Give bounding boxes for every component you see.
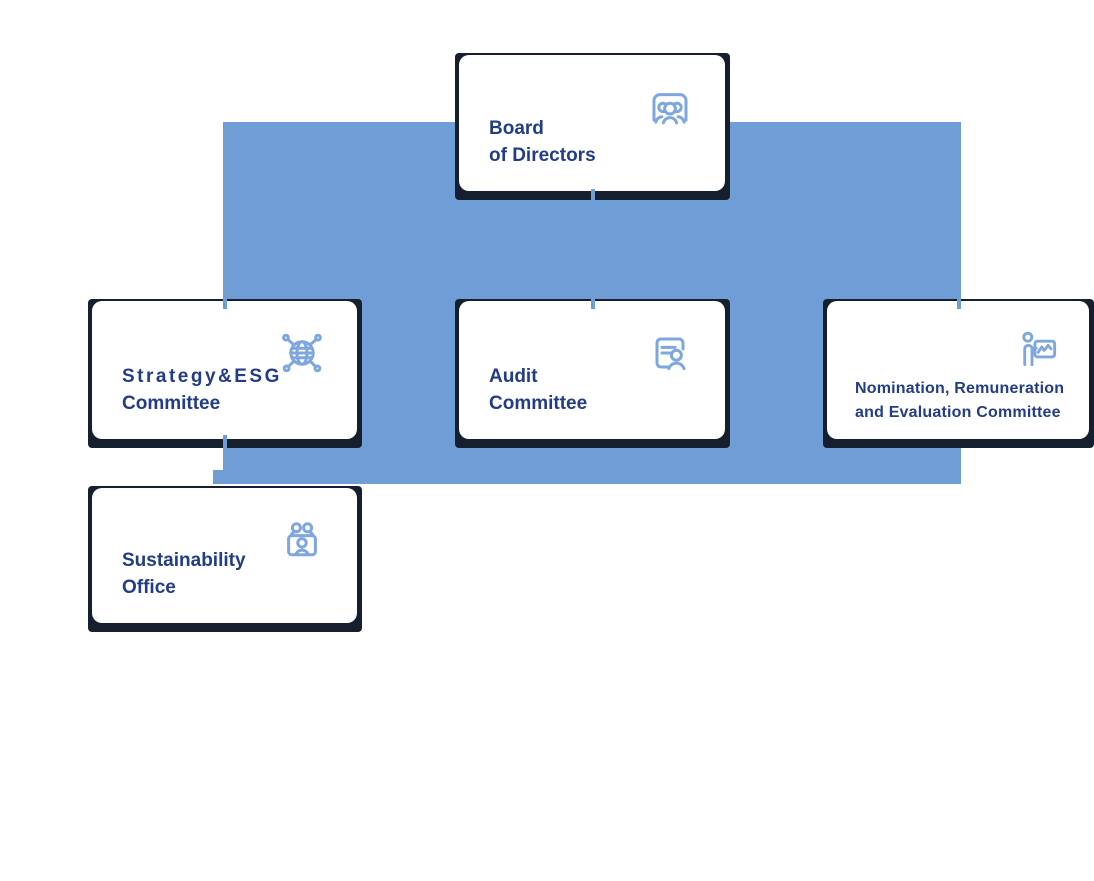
card-nomination-body: Nomination, Remuneration and Evaluation … (827, 301, 1089, 439)
card-strategy-esg-committee-body: Strategy&ESG Committee (92, 301, 357, 439)
card-audit-committee-body: Audit Committee (459, 301, 725, 439)
card-title: Nomination, Remuneration and Evaluation … (855, 377, 1065, 425)
card-title-line: Committee (122, 393, 221, 414)
connector-stub-strategy-top (223, 296, 227, 309)
card-strategy-esg-committee: Strategy&ESG Committee (88, 299, 362, 448)
card-sustainability-office-body: Sustainability Office (92, 488, 357, 623)
connector-stub-nomination-top (957, 296, 961, 309)
meeting-desk-icon (278, 516, 326, 564)
connector-stub-strategy-bottom (223, 435, 227, 450)
card-nomination-remuneration-evaluation-committee: Nomination, Remuneration and Evaluation … (823, 299, 1094, 448)
card-title: Board of Directors (489, 115, 701, 169)
card-title-line: Board (489, 118, 544, 139)
card-sustainability-office: Sustainability Office (88, 486, 362, 632)
connector-stub-audit-top (591, 296, 595, 309)
card-title: Strategy&ESG Committee (122, 363, 333, 417)
card-title-line: Committee (489, 393, 588, 414)
card-board-of-directors-body: Board of Directors (459, 55, 725, 191)
connector-band-bottom-strip (213, 470, 961, 484)
card-title-line: Nomination, Remuneration (855, 380, 1065, 397)
card-title: Sustainability Office (122, 547, 333, 601)
card-title-line: and Evaluation Committee (855, 404, 1061, 421)
globe-network-icon (278, 329, 326, 377)
card-title: Audit Committee (489, 363, 701, 417)
card-title-line: Audit (489, 366, 538, 387)
card-title-line: Sustainability (122, 550, 246, 571)
card-title-line: of Directors (489, 145, 596, 166)
document-person-icon (646, 329, 694, 377)
card-title-line: Strategy&ESG (122, 366, 282, 387)
board-members-icon (646, 83, 694, 131)
card-audit-committee: Audit Committee (455, 299, 730, 448)
card-title-line: Office (122, 577, 176, 598)
presenter-chart-icon (1014, 327, 1060, 373)
connector-stub-board-bottom (591, 189, 595, 203)
card-board-of-directors: Board of Directors (455, 53, 730, 200)
